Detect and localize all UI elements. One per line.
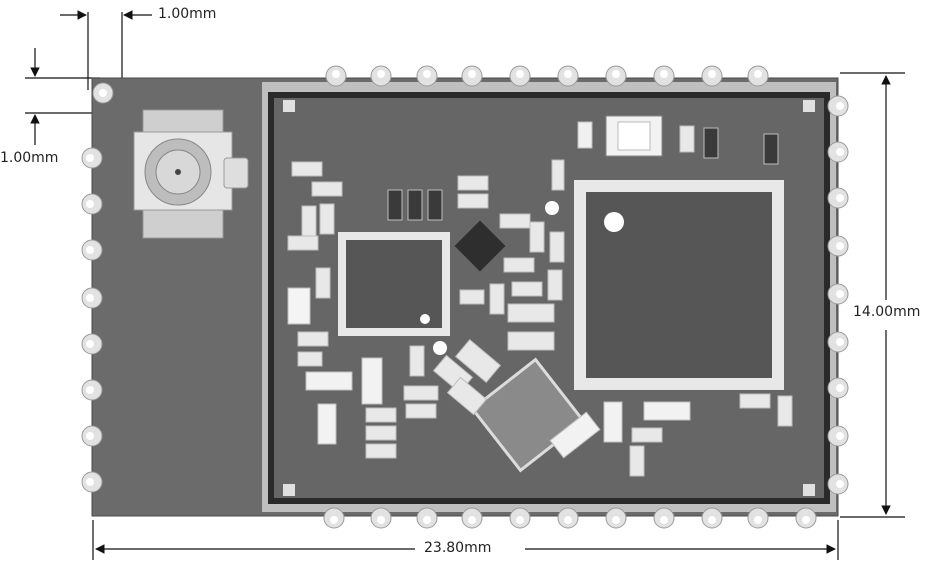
height-label: 14.00mm xyxy=(853,304,921,320)
right-pads xyxy=(827,95,849,495)
width-label: 23.80mm xyxy=(418,540,498,556)
antenna-connector xyxy=(133,109,249,239)
main-chip xyxy=(574,180,784,390)
fiducial-marker xyxy=(433,341,447,355)
left-offset-label: 1.00mm xyxy=(0,150,59,166)
secondary-chip xyxy=(338,232,450,336)
dimension-lines xyxy=(25,10,905,560)
passive-components xyxy=(287,121,793,477)
fiducial-marker xyxy=(545,201,559,215)
pad-holes xyxy=(86,70,844,524)
top-offset-label: 1.00mm xyxy=(158,6,217,22)
